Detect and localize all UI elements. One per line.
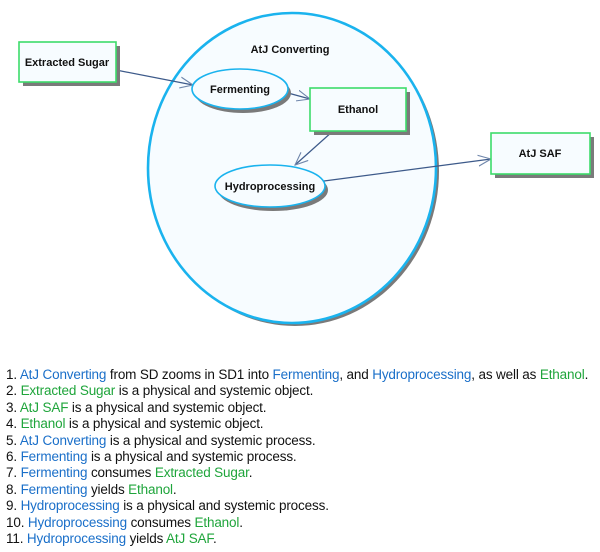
opl-process-ref[interactable]: Hydroprocessing — [27, 514, 127, 530]
opl-text: yields — [87, 481, 129, 497]
opl-process-ref[interactable]: Hydroprocessing — [372, 367, 472, 382]
opl-text: from SD zooms in SD1 into — [106, 367, 273, 382]
opl-text: is a physical and systemic object. — [115, 383, 314, 399]
opl-text: yields — [125, 531, 167, 547]
opl-object-ref[interactable]: Ethanol — [128, 481, 173, 497]
opl-process-ref[interactable]: Fermenting — [272, 367, 340, 382]
link-ethanol-to-hydroprocessing[interactable] — [295, 130, 334, 165]
opl-text: consumes — [87, 465, 155, 481]
object-extracted-sugar-label: Extracted Sugar — [25, 57, 110, 69]
opd-diagram: AtJ Converting Extracted Sugar Fermentin… — [18, 11, 594, 326]
opl-text: 1. — [6, 367, 20, 382]
opl-sentence: 9. Hydroprocessing is a physical and sys… — [6, 498, 596, 514]
opl-sentence: 6. Fermenting is a physical and systemic… — [6, 449, 596, 465]
opl-text: 5. — [6, 432, 20, 448]
object-atj-saf[interactable]: AtJ SAF — [490, 132, 594, 178]
opl-text: 4. — [6, 416, 21, 432]
opl-text: is a physical and systemic object. — [68, 399, 267, 415]
opl-process-ref[interactable]: Hydroprocessing — [26, 531, 126, 547]
opl-process-ref[interactable]: Fermenting — [20, 449, 88, 465]
link-fermenting-to-ethanol[interactable] — [287, 93, 310, 99]
opl-text: is a physical and systemic process. — [106, 432, 316, 448]
opl-process-ref[interactable]: Hydroprocessing — [20, 498, 120, 514]
opl-sentence-list: 1. AtJ Converting from SD zooms in SD1 i… — [6, 367, 596, 547]
opl-text: . — [248, 465, 253, 481]
opl-sentence: 2. Extracted Sugar is a physical and sys… — [6, 383, 596, 399]
object-ethanol-box[interactable] — [309, 87, 407, 132]
process-atj-converting-label: AtJ Converting — [251, 44, 330, 56]
opl-object-ref[interactable]: AtJ SAF — [19, 399, 69, 415]
object-atj-saf-label: AtJ SAF — [519, 148, 562, 160]
opl-object-ref[interactable]: Extracted Sugar — [154, 465, 249, 481]
opl-text: 6. — [6, 449, 21, 465]
opl-process-ref[interactable]: AtJ Converting — [19, 367, 107, 382]
opl-text: . — [213, 531, 217, 547]
object-ethanol-label: Ethanol — [338, 104, 378, 116]
opl-text: 9. — [6, 498, 21, 514]
process-hydroprocessing[interactable]: Hydroprocessing — [214, 164, 328, 211]
opl-process-ref[interactable]: Fermenting — [20, 465, 88, 481]
opl-sentence: 7. Fermenting consumes Extracted Sugar. — [6, 465, 596, 481]
process-fermenting-ellipse[interactable] — [191, 68, 289, 110]
opl-sentence: 1. AtJ Converting from SD zooms in SD1 i… — [6, 367, 596, 383]
opl-text: . — [172, 481, 177, 497]
link-hydroprocessing-to-atj-saf[interactable] — [323, 159, 491, 182]
opl-text: , as well as — [471, 367, 540, 382]
opl-text: 7. — [6, 465, 21, 481]
opl-text: 8. — [6, 481, 21, 497]
opl-text: . — [239, 514, 243, 530]
opl-sentence: 4. Ethanol is a physical and systemic ob… — [6, 416, 596, 432]
opl-text: 2. — [6, 383, 21, 399]
opl-sentence: 11. Hydroprocessing yields AtJ SAF. — [6, 531, 596, 547]
opl-text: is a physical and systemic process. — [87, 449, 297, 465]
opl-process-ref[interactable]: AtJ Converting — [19, 432, 107, 448]
opl-object-ref[interactable]: Extracted Sugar — [20, 383, 116, 399]
opl-text: , and — [339, 367, 373, 382]
process-hydroprocessing-ellipse[interactable] — [214, 164, 326, 208]
process-fermenting-label: Fermenting — [210, 84, 270, 96]
object-ethanol[interactable]: Ethanol — [309, 87, 410, 135]
opl-object-ref[interactable]: Ethanol — [539, 367, 585, 382]
opl-text: . — [584, 367, 589, 382]
opl-text: consumes — [126, 514, 195, 530]
opl-sentence: 10. Hydroprocessing consumes Ethanol. — [6, 515, 596, 531]
opl-text: 3. — [6, 399, 20, 415]
object-extracted-sugar[interactable]: Extracted Sugar — [18, 41, 120, 86]
opl-process-ref[interactable]: Fermenting — [20, 481, 88, 497]
opl-object-ref[interactable]: AtJ SAF — [166, 531, 214, 547]
opl-sentence: 5. AtJ Converting is a physical and syst… — [6, 433, 596, 449]
process-hydroprocessing-label: Hydroprocessing — [225, 181, 315, 193]
opl-object-ref[interactable]: Ethanol — [20, 416, 66, 432]
opl-sentence: 8. Fermenting yields Ethanol. — [6, 482, 596, 498]
opl-text: is a physical and systemic object. — [65, 416, 264, 432]
object-atj-saf-box[interactable] — [490, 132, 591, 175]
opl-sentence: 3. AtJ SAF is a physical and systemic ob… — [6, 400, 596, 416]
object-extracted-sugar-box[interactable] — [18, 41, 117, 83]
opl-object-ref[interactable]: Ethanol — [194, 514, 240, 530]
opl-text: is a physical and systemic process. — [119, 498, 329, 514]
link-extracted-sugar-to-fermenting[interactable] — [115, 69, 193, 85]
opl-text: 11. — [6, 531, 27, 547]
opl-text: 10. — [6, 514, 28, 530]
process-fermenting[interactable]: Fermenting — [191, 68, 291, 113]
